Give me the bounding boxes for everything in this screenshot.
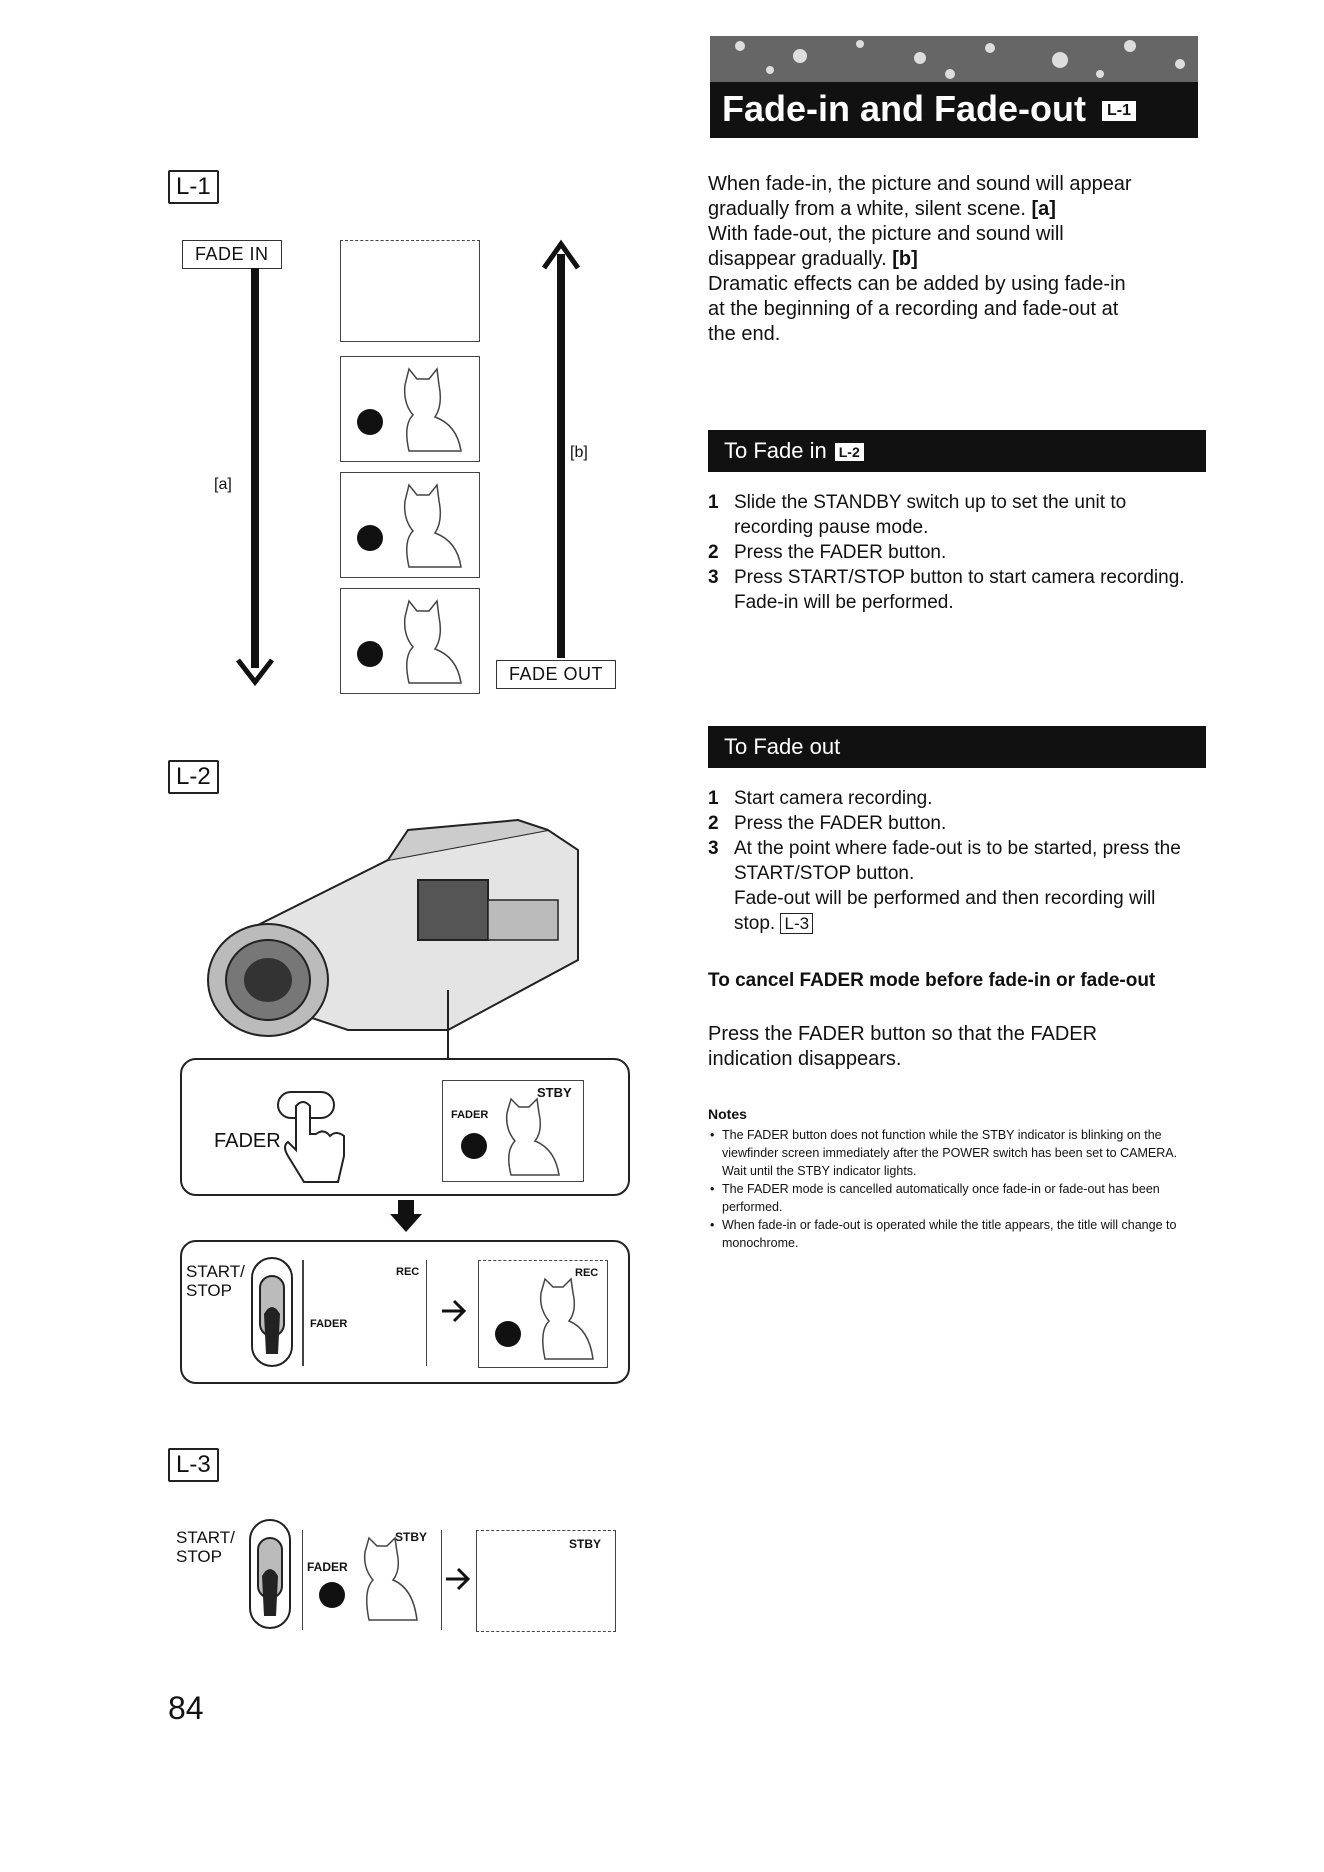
fade-in-heading: To Fade in L-2: [708, 430, 1206, 472]
start-stop-label: START/ STOP: [186, 1262, 245, 1300]
l3-viewfinder-blank: STBY: [476, 1530, 616, 1632]
note-3: When fade-in or fade-out is operated whi…: [708, 1216, 1178, 1252]
intro-paragraph: When fade-in, the picture and sound will…: [708, 172, 1208, 347]
fade-in-label: FADE IN: [182, 240, 282, 269]
fade-in-arrow-icon: [236, 268, 274, 687]
fade-out-heading: To Fade out: [708, 726, 1206, 768]
figure-label-l1: L-1: [168, 170, 219, 204]
rec-indicator: REC: [396, 1266, 420, 1278]
fade-out-label: FADE OUT: [496, 660, 617, 689]
fade-in-heading-text: To Fade in: [724, 438, 827, 463]
stop-text: STOP: [186, 1281, 232, 1300]
camcorder-illustration: [207, 818, 579, 1058]
page-number: 84: [168, 1690, 204, 1726]
cancel-text: Press the FADER button so that the FADER…: [708, 1023, 1098, 1070]
title-banner: Fade-in and Fade-out L-1: [710, 36, 1198, 138]
note-1: The FADER button does not function while…: [708, 1126, 1178, 1180]
banner-texture: [710, 36, 1198, 82]
cat-icon: [403, 483, 462, 568]
label-b: [b]: [570, 444, 588, 461]
intro-mark-b: [b]: [892, 248, 918, 270]
cat-icon: [363, 1536, 418, 1621]
fade-in-heading-tag: L-2: [834, 443, 864, 462]
intro-line3: With fade-out, the picture and sound wil…: [708, 223, 1064, 245]
intro-line4: disappear gradually.: [708, 248, 887, 270]
l3-arrow-right-icon: [446, 1567, 471, 1591]
fader-label: FADER: [214, 1130, 281, 1152]
fade-out-result: Fade-out will be performed and then reco…: [734, 888, 1156, 934]
page-title-text: Fade-in and Fade-out: [722, 88, 1086, 129]
l3-stby-indicator-2: STBY: [569, 1537, 602, 1551]
intro-line5: Dramatic effects can be added by using f…: [708, 273, 1126, 295]
intro-line1: When fade-in, the picture and sound will…: [708, 173, 1132, 195]
frame-1: [340, 356, 480, 462]
step-arrow-icon: [390, 1200, 422, 1232]
fade-out-arrow-icon: [541, 239, 581, 658]
fade-in-result: Fade-in will be performed.: [734, 592, 954, 613]
viewfinder-fader: REC FADER: [302, 1260, 427, 1366]
page-title: Fade-in and Fade-out L-1: [722, 88, 1137, 130]
cat-icon: [403, 599, 462, 684]
l3-viewfinder-stby: STBY FADER: [302, 1530, 442, 1630]
stby-indicator: STBY: [537, 1085, 572, 1100]
label-a: [a]: [214, 476, 232, 493]
fade-out-ref: L-3: [780, 913, 814, 934]
fader-indicator-2: FADER: [310, 1318, 348, 1330]
l3-start-stop-switch-icon: [249, 1519, 291, 1629]
cancel-heading: To cancel FADER mode before fade-in or f…: [708, 970, 1156, 991]
intro-line7: the end.: [708, 323, 781, 345]
intro-mark-a: [a]: [1031, 198, 1056, 220]
frame-3: [340, 588, 480, 694]
start-text: START/: [186, 1262, 245, 1281]
notes-heading: Notes: [708, 1106, 747, 1122]
l3-fader-indicator: FADER: [307, 1560, 348, 1574]
cat-icon: [403, 367, 462, 452]
intro-line6: at the beginning of a recording and fade…: [708, 298, 1119, 320]
fader-indicator: FADER: [451, 1109, 489, 1121]
cat-icon: [539, 1277, 594, 1360]
start-stop-switch-icon: [251, 1257, 293, 1367]
page-title-tag: L-1: [1102, 101, 1137, 122]
figure-label-l2: L-2: [168, 760, 219, 794]
arrow-right-icon: [442, 1299, 467, 1323]
note-2: The FADER mode is cancelled automaticall…: [708, 1180, 1178, 1216]
figure-label-l3: L-3: [168, 1448, 219, 1482]
fade-out-heading-text: To Fade out: [724, 734, 841, 759]
l3-start-text: START/: [176, 1528, 235, 1547]
cat-icon: [505, 1097, 560, 1176]
intro-line2: gradually from a white, silent scene.: [708, 198, 1026, 220]
hand-press-icon: [277, 1091, 345, 1183]
frame-white: [340, 240, 480, 342]
notes-list: The FADER button does not function while…: [708, 1126, 1178, 1252]
l3-stop-text: STOP: [176, 1547, 222, 1566]
viewfinder-rec: REC: [478, 1260, 608, 1368]
l3-start-stop-label: START/ STOP: [176, 1528, 235, 1566]
rec-indicator-2: REC: [575, 1267, 599, 1279]
start-stop-panel: START/ STOP REC FADER REC: [180, 1240, 630, 1384]
viewfinder-stby: STBY FADER: [442, 1080, 584, 1182]
l3-stby-indicator: STBY: [395, 1530, 428, 1544]
fader-panel: FADER STBY FADER: [180, 1058, 630, 1196]
frame-2: [340, 472, 480, 578]
